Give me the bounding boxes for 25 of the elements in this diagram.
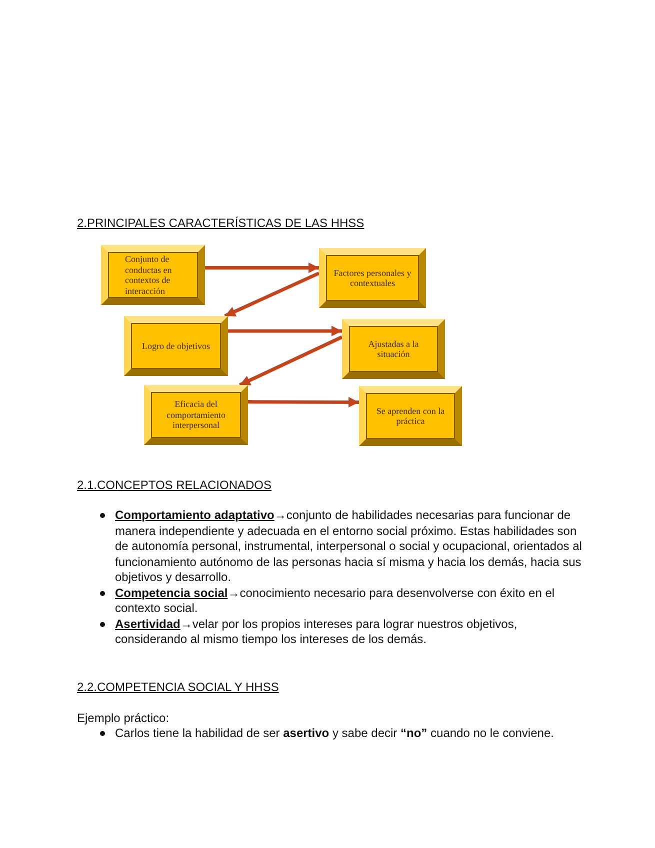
arrow bbox=[238, 335, 343, 387]
process-box bbox=[144, 385, 248, 445]
process-box bbox=[124, 316, 228, 376]
list-item: Comportamiento adaptativo→conjunto de habilidades necesarias para funcionar de manera independiente y adecuada en el entorno social próximo. Estas habilidades son de autonomía personal, instrumental, interpersonal o social y ocupacional, orientados al funcionamiento autónomo de las personas hacia sí misma y hacia los demás, hacia sus objetivos y desarrollo. bbox=[98, 508, 589, 586]
process-box bbox=[359, 386, 462, 446]
arrow bbox=[248, 396, 359, 408]
list-item: Carlos tiene la habilidad de ser asertivo y sabe decir “no” cuando no le conviene. bbox=[98, 726, 589, 742]
step-text: Conjunto de conductas en contextos de interacción bbox=[125, 254, 173, 296]
list-item: Competencia social→conocimiento necesario para desenvolverse con éxito en el contexto social. bbox=[98, 586, 589, 616]
process-box bbox=[319, 248, 426, 308]
section-heading: 2.2.COMPETENCIA SOCIAL Y HHSS bbox=[77, 680, 279, 694]
arrow bbox=[228, 326, 342, 336]
list-item: Asertividad→velar por los propios intereses para lograr nuestros objetivos, considerando al mismo tiempo los intereses de los demás. bbox=[98, 616, 589, 648]
step-text: Se aprenden con la práctica bbox=[375, 406, 446, 426]
step-text: Eficacia del comportamiento interpersonal bbox=[166, 399, 226, 431]
step-text: Factores personales y contextuales bbox=[332, 268, 412, 288]
arrow bbox=[224, 272, 320, 318]
section-heading: 2.PRINCIPALES CARACTERÍSTICAS DE LAS HHSS bbox=[77, 216, 364, 231]
arrow bbox=[205, 262, 319, 274]
section-heading: 2.1.CONCEPTOS RELACIONADOS bbox=[77, 478, 272, 493]
step-text: Logro de objetivos bbox=[142, 340, 210, 352]
step-text: Ajustadas a la situación bbox=[367, 338, 420, 360]
process-box bbox=[101, 245, 205, 305]
process-box bbox=[342, 319, 445, 379]
paragraph: Ejemplo práctico: bbox=[77, 710, 170, 726]
